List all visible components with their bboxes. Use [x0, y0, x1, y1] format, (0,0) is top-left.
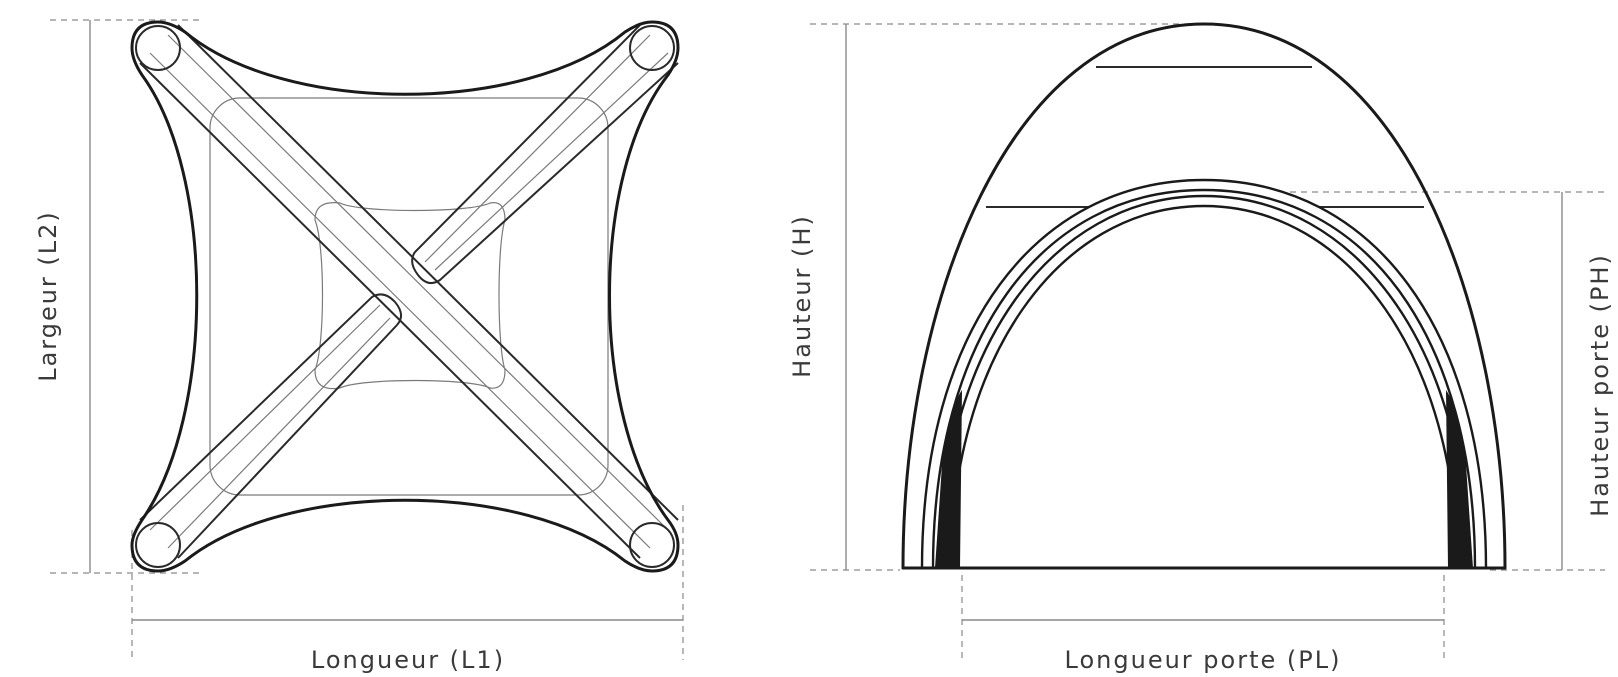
- roof-panel-outer: [209, 97, 609, 496]
- door-length-label: Longueur porte (PL): [1065, 646, 1342, 674]
- foot-top-right: [629, 25, 675, 71]
- door-base-shadow-right: [1446, 390, 1473, 568]
- outer-arch: [901, 22, 1507, 570]
- door-tube-inner: [938, 194, 1470, 570]
- height-label: Hauteur (H): [788, 214, 816, 378]
- length-label: Longueur (L1): [311, 646, 505, 674]
- tube-diagonal-tr-bl-upper: [411, 24, 679, 285]
- foot-bottom-right: [629, 522, 675, 568]
- foot-bottom-left: [135, 522, 181, 568]
- door-base-shadow-left: [935, 390, 962, 568]
- canopy-outline: [130, 20, 680, 573]
- foot-top-left: [135, 25, 181, 71]
- roof-panel-inner: [314, 202, 506, 390]
- width-label: Largeur (L2): [34, 210, 62, 382]
- top-view: Largeur (L2) Longueur (L1): [34, 19, 684, 674]
- front-view: Hauteur (H) Hauteur porte (PH) Longueur …: [788, 22, 1614, 674]
- tube-diagonal-tl-br: [139, 24, 679, 559]
- door-tube-outer: [920, 178, 1488, 570]
- door-height-label: Hauteur porte (PH): [1586, 253, 1614, 517]
- tube-diagonal-tr-bl-lower: [139, 293, 402, 559]
